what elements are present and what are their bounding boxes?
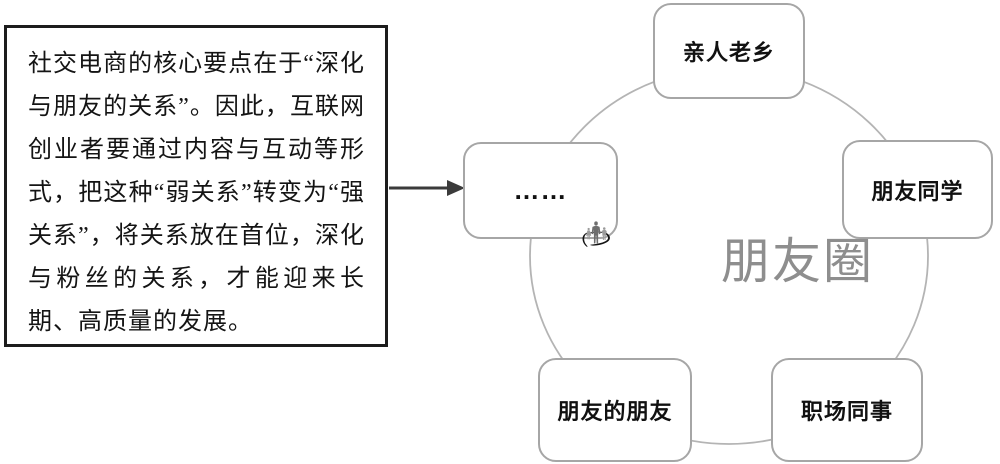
node-label: 亲人老乡 [682, 40, 775, 65]
person-female-icon [586, 227, 592, 240]
node-friends-of-friends: 朋友的朋友 [538, 358, 692, 462]
node-label: 朋友同学 [871, 178, 964, 204]
node-label: …… [513, 175, 568, 205]
note-box: 社交电商的核心要点在于“深化与朋友的关系”。因此，互联网创业者要通过内容与互动等… [4, 25, 388, 347]
node-relatives-townsfolk: 亲人老乡 [653, 3, 805, 99]
node-ellipsis-others: …… [463, 142, 618, 239]
node-workplace-colleagues: 职场同事 [771, 358, 923, 462]
swoosh-ellipse-icon [588, 231, 610, 246]
person-male-icon [591, 221, 601, 244]
node-friends-classmates: 朋友同学 [842, 140, 993, 239]
node-label: 职场同事 [800, 399, 893, 424]
arrow-right-icon [389, 180, 465, 196]
node-label: 朋友的朋友 [557, 399, 673, 424]
person-icon [601, 227, 607, 240]
swoosh-ellipse-icon [582, 232, 589, 247]
note-text: 社交电商的核心要点在于“深化与朋友的关系”。因此，互联网创业者要通过内容与互动等… [28, 51, 365, 335]
brand-label: 朋友圈 [721, 235, 875, 289]
people-group-icon [582, 221, 610, 247]
